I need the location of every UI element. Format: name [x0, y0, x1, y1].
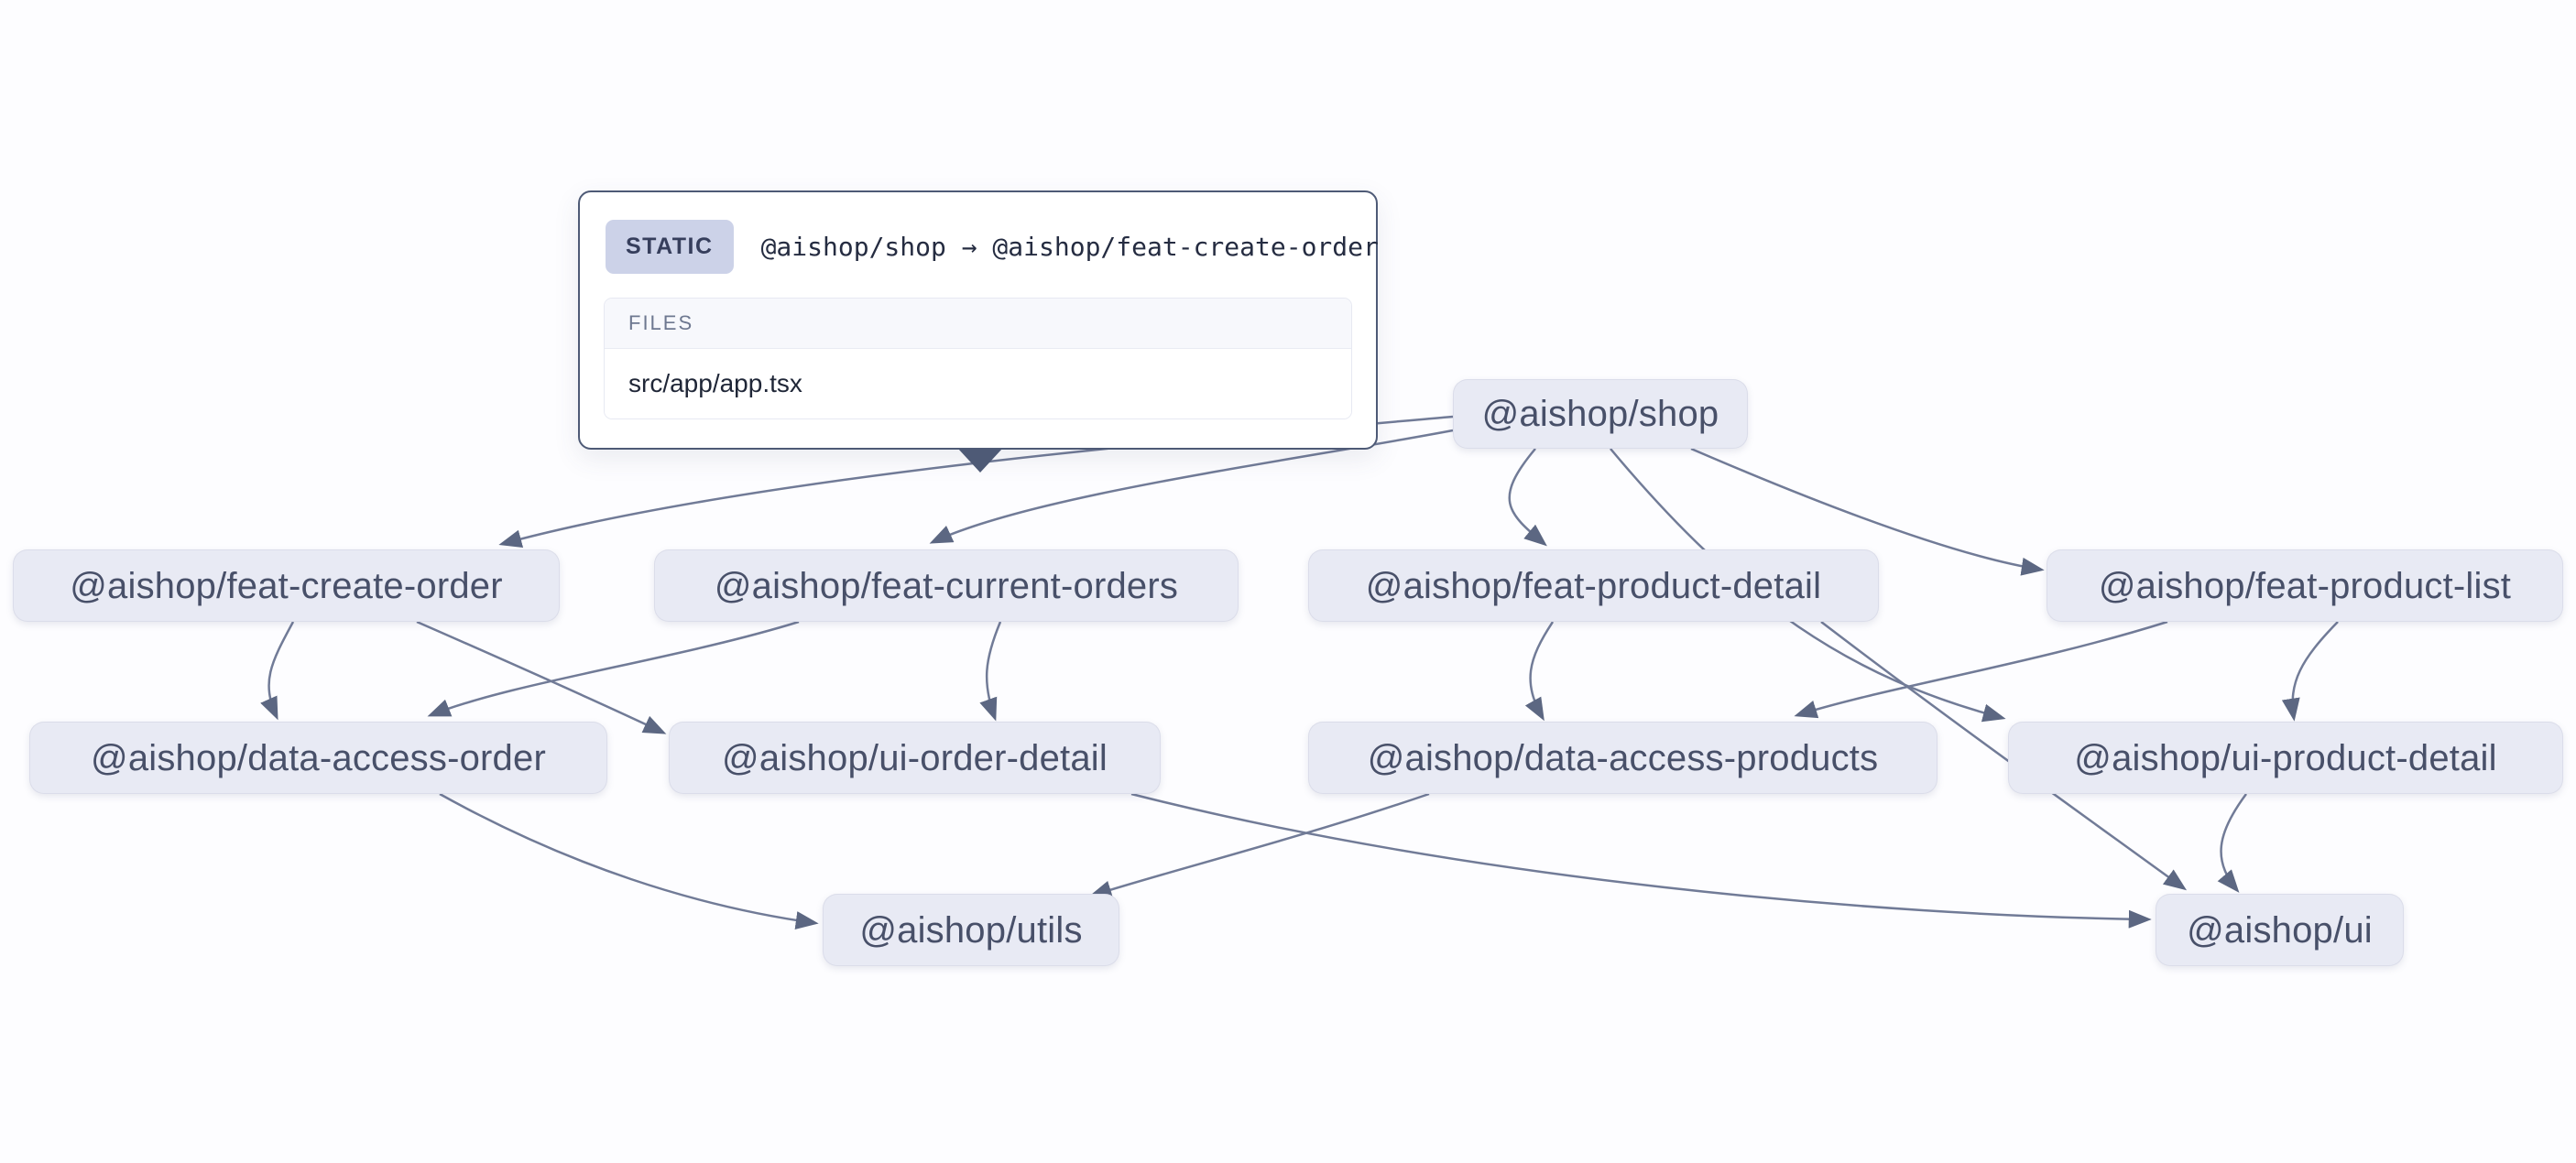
- node-shop[interactable]: @aishop/shop: [1453, 379, 1748, 449]
- node-ui-product-detail[interactable]: @aishop/ui-product-detail: [2008, 722, 2563, 794]
- tooltip-header: STATIC @aishop/shop → @aishop/feat-creat…: [580, 192, 1379, 290]
- edge-shop-ui-product-detail[interactable]: [1610, 448, 2006, 723]
- edge-ui-product-detail-ui[interactable]: [2217, 793, 2248, 893]
- edge-shop-feat-current-orders[interactable]: [929, 429, 1454, 544]
- edge-shop-feat-product-detail[interactable]: [1508, 448, 1547, 547]
- edge-data-access-order-utils[interactable]: [439, 792, 819, 929]
- node-ui[interactable]: @aishop/ui: [2156, 894, 2404, 966]
- edge-shop-feat-product-list[interactable]: [1690, 447, 2045, 576]
- edge-feat-create-order-ui-order-detail[interactable]: [416, 620, 667, 734]
- node-feat-product-detail[interactable]: @aishop/feat-product-detail: [1308, 549, 1879, 622]
- node-data-access-order[interactable]: @aishop/data-access-order: [29, 722, 607, 794]
- node-data-access-products[interactable]: @aishop/data-access-products: [1308, 722, 1937, 794]
- edge-feat-current-orders-ui-order-detail[interactable]: [979, 621, 1002, 722]
- edge-feat-product-list-ui-product-detail[interactable]: [2281, 621, 2339, 722]
- edge-feat-current-orders-data-access-order[interactable]: [427, 620, 800, 717]
- edge-feat-product-detail-ui[interactable]: [1820, 621, 2188, 891]
- edge-feat-product-list-data-access-products[interactable]: [1794, 620, 2168, 719]
- files-panel-label: FILES: [605, 299, 1351, 349]
- node-feat-product-list[interactable]: @aishop/feat-product-list: [2047, 549, 2563, 622]
- edge-tooltip: STATIC @aishop/shop → @aishop/feat-creat…: [578, 190, 1379, 473]
- edge-data-access-products-utils[interactable]: [1088, 792, 1430, 899]
- node-ui-order-detail[interactable]: @aishop/ui-order-detail: [669, 722, 1161, 794]
- tooltip-pointer-icon: [958, 449, 1002, 473]
- node-utils[interactable]: @aishop/utils: [823, 894, 1119, 966]
- node-feat-create-order[interactable]: @aishop/feat-create-order: [13, 549, 560, 622]
- edge-feat-product-detail-data-access-products[interactable]: [1524, 621, 1555, 722]
- edge-type-badge: STATIC: [606, 220, 734, 274]
- edge-feat-create-order-data-access-order[interactable]: [260, 621, 295, 721]
- edge-title: @aishop/shop → @aishop/feat-create-order: [760, 232, 1379, 262]
- edge-ui-order-detail-ui[interactable]: [1130, 792, 2152, 929]
- files-panel: FILES src/app/app.tsx: [604, 298, 1352, 419]
- file-list-item[interactable]: src/app/app.tsx: [605, 349, 1351, 418]
- node-feat-current-orders[interactable]: @aishop/feat-current-orders: [654, 549, 1239, 622]
